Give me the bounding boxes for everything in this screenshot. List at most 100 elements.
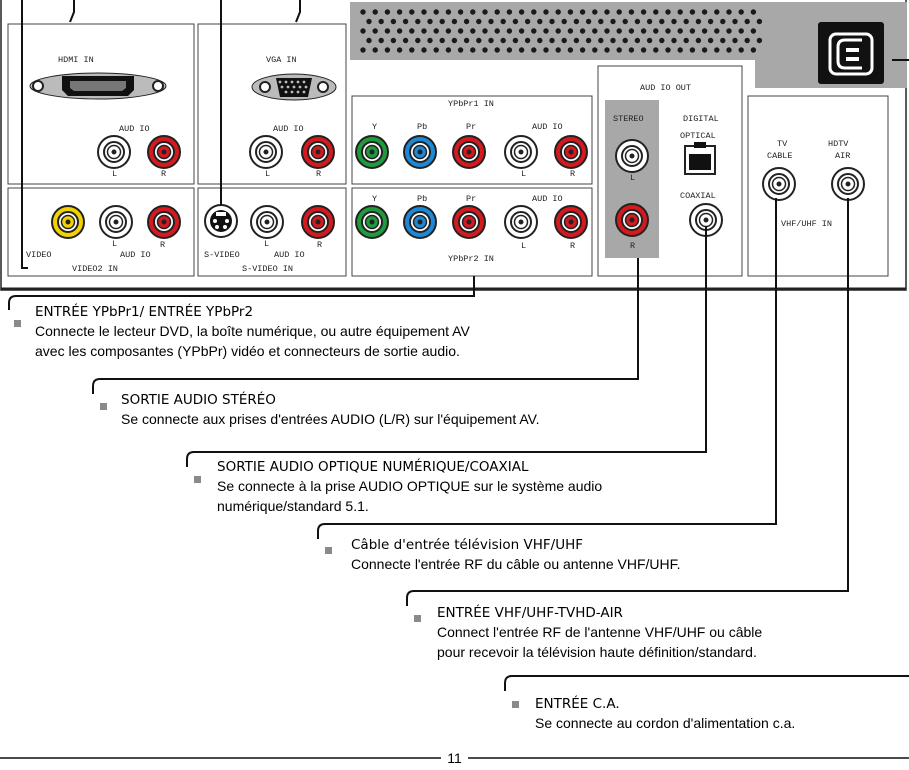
vent-hole: [506, 28, 513, 34]
vent-hole: [543, 28, 549, 34]
vga-in-label: VGA IN: [266, 55, 297, 65]
callout-tv-cable-line1: Connecte l'entrée RF du câble ou antenne…: [351, 556, 681, 572]
vent-hole: [579, 47, 586, 53]
vent-hole: [482, 47, 488, 53]
vent-hole: [378, 18, 384, 25]
ypbpr2-in-label: YPbPr2 IN: [448, 254, 494, 264]
callout-ypbpr-line1: Connecte le lecteur DVD, la boîte numéri…: [35, 323, 470, 339]
vga-pin: [280, 85, 284, 89]
vent-hole: [494, 47, 500, 53]
optical-port: [684, 142, 716, 175]
leader-ypbpr: [8, 276, 475, 310]
vga-pin: [304, 85, 308, 89]
hdmi-port: [29, 72, 167, 100]
vga-audio-label: AUD IO: [273, 124, 304, 134]
vent-hole: [695, 37, 702, 44]
callout-bullet: [100, 403, 107, 410]
tv-label: TV: [777, 139, 788, 149]
vent-hole: [433, 9, 439, 15]
audio-out-label: AUD IO OUT: [640, 83, 691, 93]
rca-jack: [504, 205, 538, 239]
svideo-audio-label: AUD IO: [274, 250, 305, 260]
vent-hole: [714, 9, 720, 15]
ypbpr2-left-label: L: [521, 241, 526, 251]
section-vga: [197, 23, 347, 185]
vent-hole: [494, 9, 500, 15]
leader-hdmi: [69, 0, 75, 23]
vga-pin: [296, 80, 300, 84]
hdtv-label: HDTV: [828, 139, 849, 149]
callout-ypbpr-line2: avec les composantes (YPbPr) vidéo et co…: [35, 343, 460, 359]
vent-hole: [726, 28, 732, 34]
vent-hole: [561, 18, 567, 25]
optical-label: OPTICAL: [680, 131, 716, 141]
vent-hole: [665, 47, 671, 53]
coaxial-label: COAXIAL: [680, 191, 716, 201]
rca-jack: [249, 135, 283, 169]
vent-hole: [518, 9, 525, 15]
vent-hole: [512, 18, 519, 25]
vent-hole: [415, 18, 421, 25]
vent-hole: [384, 28, 391, 34]
callout-ypbpr-title: ENTRÉE YPbPr1/ ENTRÉE YPbPr2: [35, 304, 254, 320]
vent-hole: [445, 9, 452, 15]
video2-audio-label: AUD IO: [120, 250, 151, 260]
digital-label: DIGITAL: [683, 114, 719, 124]
vent-hole: [653, 9, 659, 15]
vent-hole: [439, 37, 445, 44]
vent-hole: [677, 28, 683, 34]
leader-optical-coaxial: [186, 226, 707, 467]
vent-hole: [476, 37, 482, 44]
vent-hole: [707, 18, 714, 25]
vent-hole: [579, 9, 586, 15]
air-label: AIR: [835, 151, 850, 161]
callout-stereo-line1: Se connecte aux prises d'entrées AUDIO (…: [121, 411, 540, 427]
ypbpr2-audio-label: AUD IO: [532, 194, 563, 204]
vent-hole: [482, 9, 488, 15]
vent-hole: [640, 47, 647, 53]
callout-hdtv-air-line2: pour recevoir la télévision haute défini…: [437, 644, 757, 660]
stereo-left-label: L: [630, 173, 635, 183]
vent-hole: [451, 18, 458, 25]
vent-hole: [634, 18, 641, 25]
leader-vga: [295, 0, 301, 23]
vga-audio-left-label: L: [265, 169, 270, 179]
s-video-in-label: S-VIDEO IN: [242, 264, 293, 274]
vent-hole: [421, 47, 427, 53]
vent-hole: [628, 47, 635, 53]
leader-ac: [504, 675, 909, 691]
vent-hole: [744, 37, 750, 44]
vent-hole: [567, 9, 574, 15]
vent-hole: [720, 18, 726, 25]
callout-hdtv-air-title: ENTRÉE VHF/UHF-TVHD-AIR: [437, 605, 623, 621]
vent-hole: [622, 37, 628, 44]
vent-hole: [427, 18, 433, 25]
vent-hole: [677, 9, 683, 15]
vent-hole: [378, 37, 384, 44]
vent-holes: [360, 9, 763, 53]
callout-optical-line2: numérique/standard 5.1.: [217, 498, 369, 514]
vent-hole: [701, 28, 708, 34]
ypbpr1-pr-label: Pr: [466, 122, 476, 132]
vent-hole: [689, 9, 696, 15]
vent-hole: [512, 37, 519, 44]
vent-hole: [506, 47, 513, 53]
video2-in-label: VIDEO2 IN: [72, 264, 118, 274]
vent-hole: [506, 9, 513, 15]
vent-hole: [500, 37, 506, 44]
vent-hole: [683, 18, 689, 25]
video2-right-label: R: [160, 240, 165, 250]
vent-hole: [598, 18, 604, 25]
rca-jack: [250, 205, 284, 239]
section-ypbpr1: [351, 95, 593, 185]
hdmi-audio-right-label: R: [161, 169, 166, 179]
vga-pin: [296, 90, 300, 94]
vent-hole: [488, 37, 494, 44]
vent-hole: [470, 47, 476, 53]
vent-hole: [470, 9, 476, 15]
callout-optical: SORTIE AUDIO OPTIQUE NUMÉRIQUE/COAXIAL S…: [217, 459, 602, 516]
vent-hole: [531, 28, 537, 34]
vent-hole: [384, 9, 391, 15]
vent-hole: [592, 9, 598, 15]
